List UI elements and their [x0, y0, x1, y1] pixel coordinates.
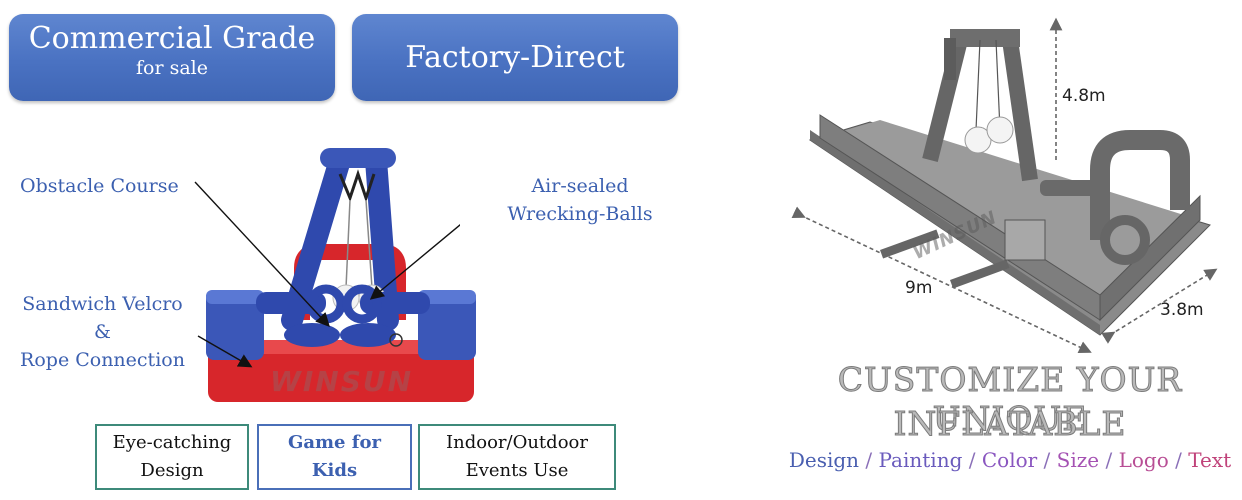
width-dimension-label: 3.8m	[1160, 300, 1204, 320]
customization-options: Design / Painting / Color / Size / Logo …	[760, 448, 1242, 472]
length-dimension-label: 9m	[905, 278, 933, 298]
feature-line-1: Eye-catching	[112, 432, 232, 453]
inflatable-product-image	[206, 148, 476, 402]
option-separator: /	[1168, 448, 1189, 472]
velcro-arrow	[197, 335, 253, 368]
option-separator: /	[1099, 448, 1119, 472]
velcro-line-1: Sandwich Velcro	[22, 293, 183, 315]
factory-direct-badge: Factory-Direct	[352, 14, 678, 101]
height-dimension-label: 4.8m	[1062, 86, 1106, 106]
width-dimension-line	[1101, 268, 1218, 344]
callout-arrows	[194, 181, 460, 368]
wrecking-ball-arrow	[369, 224, 460, 300]
feature-game-for-kids: Game for Kids	[257, 424, 412, 490]
option-painting: Painting	[878, 448, 963, 472]
obstacle-arrow	[194, 181, 330, 328]
watermark-logo: WINSUN	[270, 365, 414, 398]
option-separator: /	[1037, 448, 1057, 472]
customize-heading-line-1: CUSTOMIZE YOUR UNIQUE	[837, 360, 1183, 439]
wrecking-balls-line-1: Air-sealed	[531, 175, 629, 197]
customize-heading-line-2: INFLATABLE	[893, 404, 1127, 444]
commercial-grade-title: Commercial Grade	[28, 21, 316, 56]
velcro-connection-label: Sandwich Velcro & Rope Connection	[10, 290, 195, 374]
commercial-grade-subtitle: for sale	[136, 57, 208, 79]
option-logo: Logo	[1118, 448, 1169, 472]
length-dimension-line	[791, 206, 1092, 354]
option-size: Size	[1056, 448, 1100, 472]
option-separator: /	[859, 448, 879, 472]
option-separator: /	[962, 448, 982, 472]
feature-line-2: Events Use	[465, 460, 569, 481]
feature-line-2: Design	[140, 460, 204, 481]
velcro-line-2: &	[94, 321, 111, 343]
feature-indoor-outdoor: Indoor/Outdoor Events Use	[418, 424, 616, 490]
factory-direct-title: Factory-Direct	[405, 40, 625, 75]
feature-line-2: Kids	[311, 460, 358, 481]
wrecking-balls-label: Air-sealed Wrecking-Balls	[490, 172, 670, 228]
feature-line-1: Indoor/Outdoor	[446, 432, 588, 453]
option-color: Color	[981, 448, 1038, 472]
option-text: Text	[1188, 448, 1232, 472]
feature-line-1: Game for	[287, 432, 382, 453]
feature-eye-catching: Eye-catching Design	[95, 424, 249, 490]
commercial-grade-badge: Commercial Grade for sale	[9, 14, 335, 101]
dimension-arrows	[791, 17, 1218, 354]
velcro-line-3: Rope Connection	[20, 349, 185, 371]
option-design: Design	[788, 448, 860, 472]
wrecking-balls-line-2: Wrecking-Balls	[507, 203, 653, 225]
obstacle-course-label: Obstacle Course	[20, 175, 179, 197]
